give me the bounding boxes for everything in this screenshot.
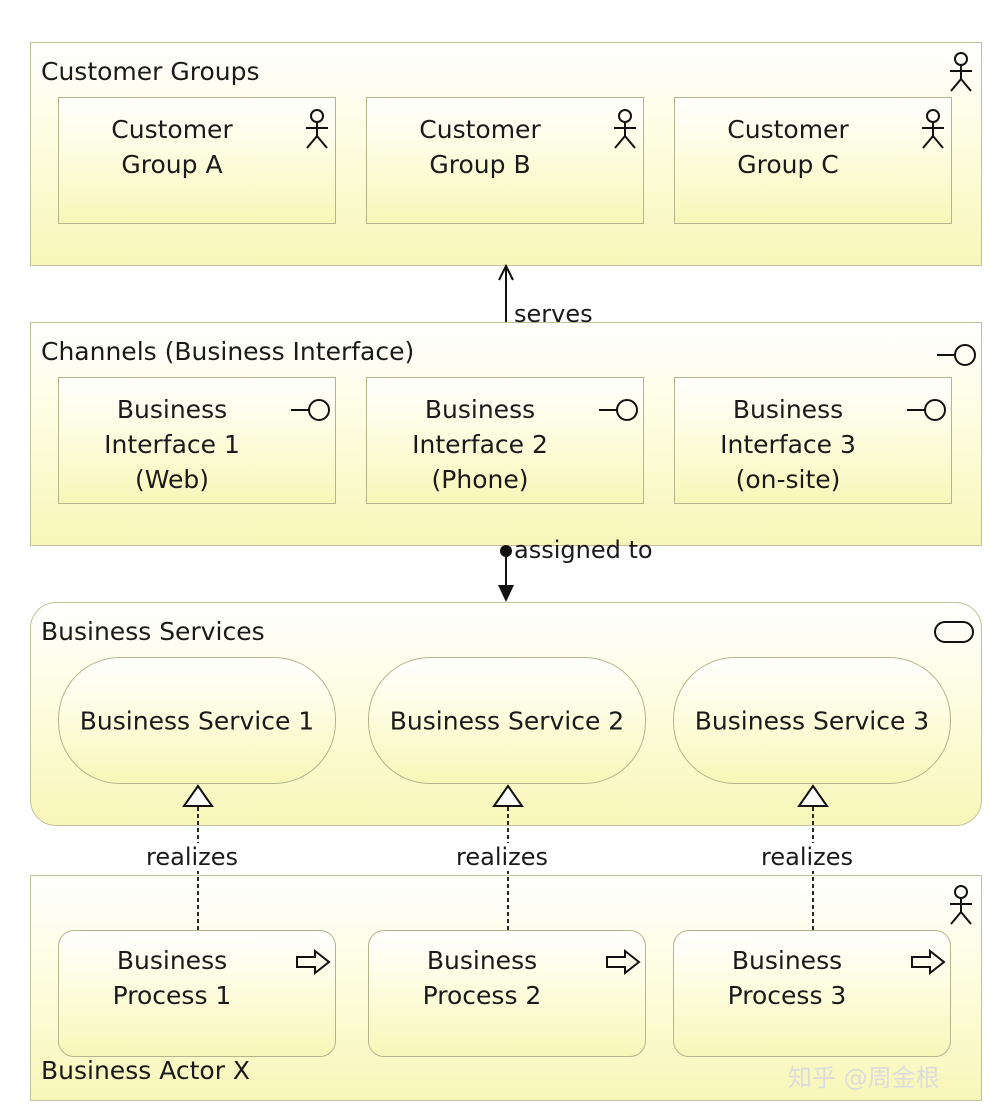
layer-title: Channels (Business Interface) bbox=[41, 337, 415, 366]
business-interface-2[interactable]: Business Interface 2 (Phone) bbox=[366, 377, 644, 504]
realizes-label: realizes bbox=[761, 843, 854, 871]
business-interface-1[interactable]: Business Interface 1 (Web) bbox=[58, 377, 336, 504]
node-label-line2: Interface 3 bbox=[720, 430, 856, 459]
node-label-line1: Business bbox=[116, 946, 228, 975]
serves-connector[interactable] bbox=[498, 263, 514, 322]
node-label-line2: Process 2 bbox=[422, 981, 542, 1010]
node-label-line2: Group C bbox=[737, 150, 839, 179]
realizes-label: realizes bbox=[146, 843, 239, 871]
node-label: Business Service 2 bbox=[389, 706, 625, 735]
serves-label: serves bbox=[514, 300, 593, 328]
customer-group-b[interactable]: Customer Group B bbox=[366, 97, 644, 224]
realization-connector-3[interactable] bbox=[797, 784, 829, 930]
node-label-line2: Group B bbox=[429, 150, 531, 179]
service-icon bbox=[934, 621, 974, 643]
assignment-connector[interactable] bbox=[498, 545, 514, 602]
layer-title: Business Services bbox=[41, 617, 265, 646]
business-process-1[interactable]: Business Process 1 bbox=[58, 930, 336, 1057]
process-icon bbox=[606, 949, 641, 975]
assigned-to-label: assigned to bbox=[514, 536, 653, 564]
node-label-line2: Interface 1 bbox=[104, 430, 240, 459]
node-label-line1: Business bbox=[426, 946, 538, 975]
interface-icon bbox=[907, 399, 946, 421]
interface-icon bbox=[937, 344, 976, 366]
node-label: Business Service 1 bbox=[79, 706, 315, 735]
actor-icon bbox=[614, 109, 636, 149]
layer-title: Customer Groups bbox=[41, 57, 260, 86]
actor-icon bbox=[950, 52, 972, 92]
business-service-1[interactable]: Business Service 1 bbox=[58, 657, 336, 784]
process-icon bbox=[296, 949, 331, 975]
node-label-line1: Business bbox=[732, 395, 844, 424]
business-interface-3[interactable]: Business Interface 3 (on-site) bbox=[674, 377, 952, 504]
actor-icon bbox=[306, 109, 328, 149]
business-service-2[interactable]: Business Service 2 bbox=[368, 657, 646, 784]
node-label-line1: Customer bbox=[727, 115, 849, 144]
process-icon bbox=[911, 949, 946, 975]
realization-connector-1[interactable] bbox=[182, 784, 214, 930]
customer-group-c[interactable]: Customer Group C bbox=[674, 97, 952, 224]
node-label-line1: Customer bbox=[111, 115, 233, 144]
node-label-line2: Interface 2 bbox=[412, 430, 548, 459]
layer-title: Business Actor X bbox=[41, 1056, 251, 1085]
customer-group-a[interactable]: Customer Group A bbox=[58, 97, 336, 224]
node-label-line1: Customer bbox=[419, 115, 541, 144]
interface-icon bbox=[291, 399, 330, 421]
realization-connector-2[interactable] bbox=[492, 784, 524, 930]
node-label-line2: Group A bbox=[121, 150, 223, 179]
business-process-2[interactable]: Business Process 2 bbox=[368, 930, 646, 1057]
actor-icon bbox=[922, 109, 944, 149]
node-label-line1: Business bbox=[424, 395, 536, 424]
node-label: Business Service 3 bbox=[694, 706, 930, 735]
business-process-3[interactable]: Business Process 3 bbox=[673, 930, 951, 1057]
node-label-line1: Business bbox=[731, 946, 843, 975]
watermark: 知乎 @周金根 bbox=[788, 1064, 940, 1092]
node-label-line1: Business bbox=[116, 395, 228, 424]
interface-icon bbox=[599, 399, 638, 421]
business-service-3[interactable]: Business Service 3 bbox=[673, 657, 951, 784]
node-label-line3: (on-site) bbox=[735, 465, 841, 494]
node-label-line2: Process 3 bbox=[727, 981, 847, 1010]
node-label-line3: (Phone) bbox=[431, 465, 529, 494]
actor-icon bbox=[950, 885, 972, 925]
realizes-label: realizes bbox=[456, 843, 549, 871]
node-label-line3: (Web) bbox=[134, 465, 209, 494]
node-label-line2: Process 1 bbox=[112, 981, 232, 1010]
